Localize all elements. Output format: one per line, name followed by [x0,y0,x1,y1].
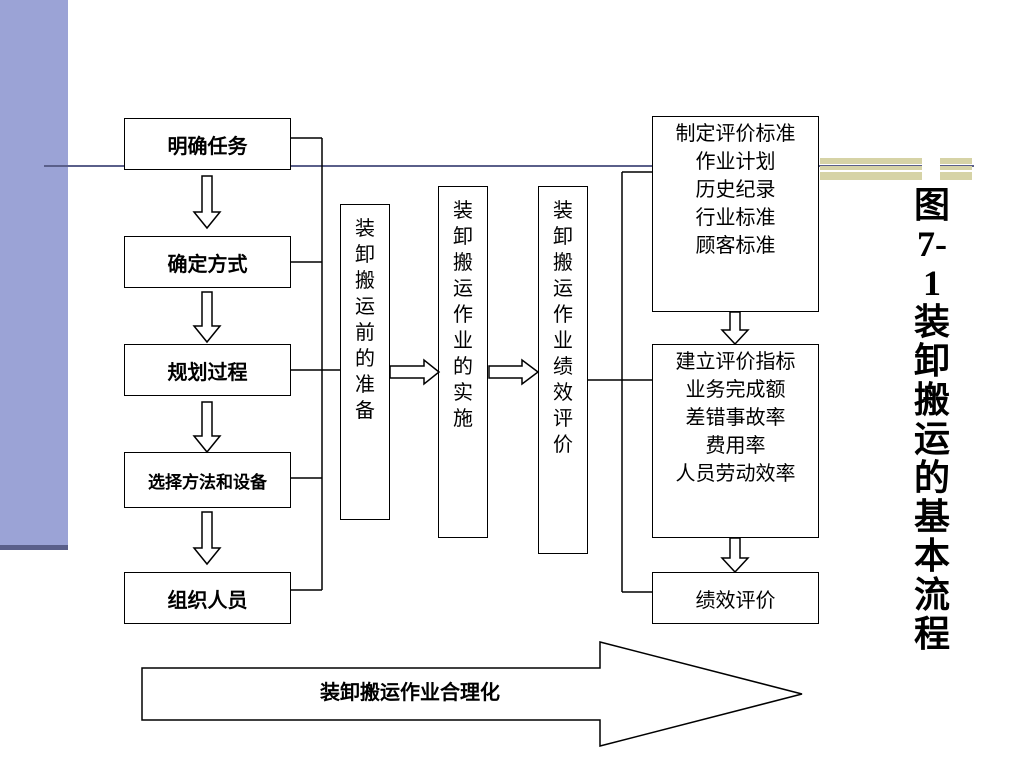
step-box-4: 选择方法和设备 [124,452,291,508]
standards-line: 行业标准 [695,205,776,229]
phase-label-evaluation: 装卸搬运作业绩效评价 [553,198,573,456]
standards-line: 历史纪录 [695,177,776,201]
decorative-band [820,158,972,180]
step-box-5: 组织人员 [124,572,291,624]
horizontal-rule [44,165,974,167]
phase-box-implementation: 装卸搬运作业的实施 [438,186,488,538]
sidebar-decoration [0,0,68,545]
rationalization-label: 装卸搬运作业合理化 [320,680,500,704]
step-label-5: 组织人员 [167,587,248,612]
step-box-2: 确定方式 [124,236,291,288]
step-label-4: 选择方法和设备 [148,472,267,493]
step-label-2: 确定方式 [167,251,248,276]
phase-label-implementation: 装卸搬运作业的实施 [453,198,473,430]
indicators-line: 差错事故率 [685,405,786,429]
step-box-1: 明确任务 [124,118,291,170]
standards-line: 作业计划 [695,149,776,173]
phase-box-evaluation: 装卸搬运作业绩效评价 [538,186,588,554]
indicators-line: 建立评价指标 [675,349,796,373]
phase-box-preparation: 装卸搬运前的准备 [340,204,390,520]
sidebar-shadow [0,545,68,550]
indicators-line: 人员劳动效率 [675,461,796,485]
evaluation-standards-box: 制定评价标准 作业计划 历史纪录 行业标准 顾客标准 [652,116,819,312]
performance-evaluation-box: 绩效评价 [652,572,819,624]
performance-evaluation-label: 绩效评价 [695,587,776,612]
standards-line: 顾客标准 [695,233,776,257]
step-label-1: 明确任务 [167,133,248,158]
standards-line: 制定评价标准 [675,121,796,145]
indicators-line: 费用率 [705,433,766,457]
step-label-3: 规划过程 [167,359,248,384]
step-box-3: 规划过程 [124,344,291,396]
evaluation-indicators-box: 建立评价指标 业务完成额 差错事故率 费用率 人员劳动效率 [652,344,819,538]
indicators-line: 业务完成额 [685,377,786,401]
phase-label-preparation: 装卸搬运前的准备 [355,216,375,422]
